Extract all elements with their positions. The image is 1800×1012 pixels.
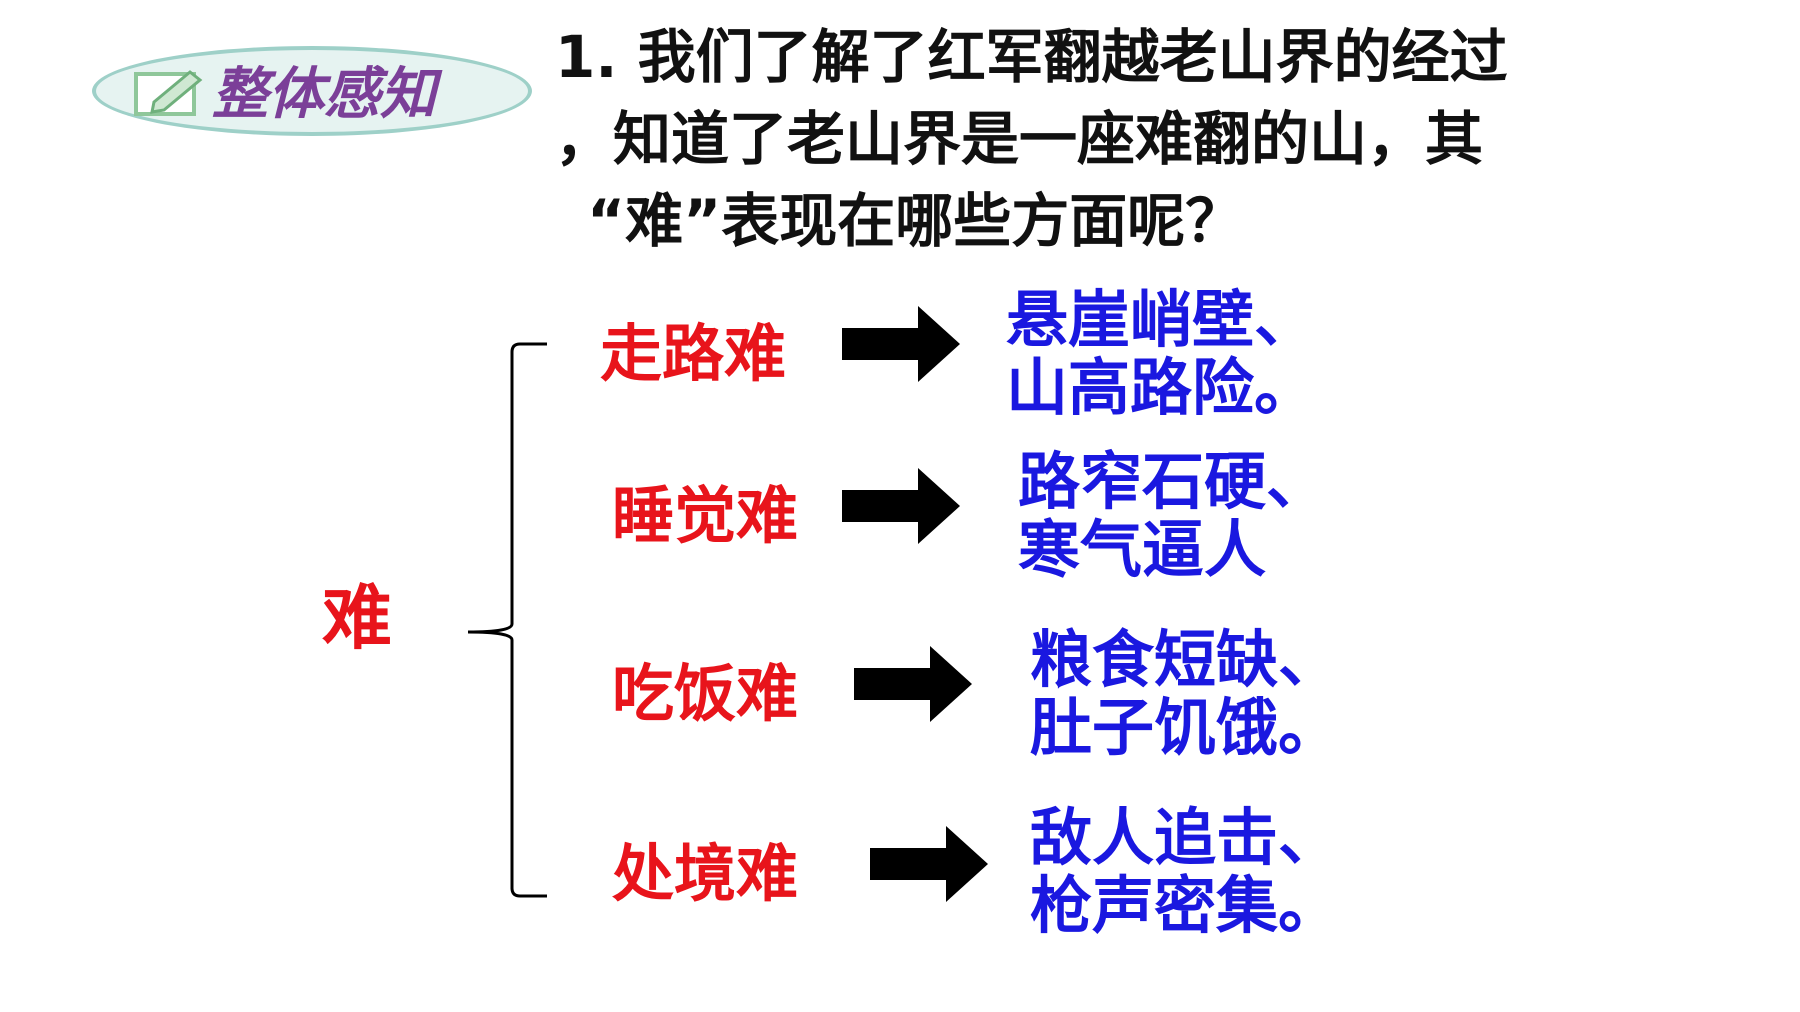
right-arrow-icon	[870, 826, 988, 902]
category-label: 吃饭难	[612, 657, 799, 730]
detail-text: 路窄石硬、 寒气逼人	[1018, 448, 1328, 584]
detail-line: 敌人追击、	[1030, 801, 1341, 874]
right-arrow-icon	[842, 306, 960, 382]
detail-line: 粮食短缺、	[1030, 623, 1341, 696]
right-arrow-icon	[842, 468, 960, 544]
left-brace	[467, 342, 547, 898]
question-text: 1. 我们了解了红军翻越老山界的经过 ，知道了老山界是一座难翻的山，其 “难”表…	[555, 16, 1725, 262]
question-line: 1. 我们了解了红军翻越老山界的经过	[555, 23, 1508, 91]
detail-text: 悬崖峭壁、 山高路险。	[1006, 286, 1316, 422]
category-label: 睡觉难	[612, 479, 799, 552]
detail-line: 路窄石硬、	[1018, 445, 1329, 518]
detail-line: 寒气逼人	[1018, 513, 1267, 586]
question-line: ，知道了老山界是一座难翻的山，其	[555, 105, 1484, 173]
category-label: 走路难	[600, 317, 787, 390]
detail-line: 肚子饥饿。	[1030, 691, 1341, 764]
detail-line: 山高路险。	[1006, 351, 1317, 424]
question-line: “难”表现在哪些方面呢？	[587, 187, 1244, 255]
section-badge: 整体感知	[92, 46, 532, 136]
detail-text: 敌人追击、 枪声密集。	[1030, 804, 1340, 940]
root-label: 难	[322, 576, 392, 659]
detail-line: 悬崖峭壁、	[1006, 283, 1317, 356]
pencil-edit-icon	[134, 70, 203, 116]
right-arrow-icon	[854, 646, 972, 722]
detail-text: 粮食短缺、 肚子饥饿。	[1030, 626, 1340, 762]
detail-line: 枪声密集。	[1030, 869, 1341, 942]
badge-label: 整体感知	[212, 61, 436, 127]
category-label: 处境难	[612, 837, 799, 910]
